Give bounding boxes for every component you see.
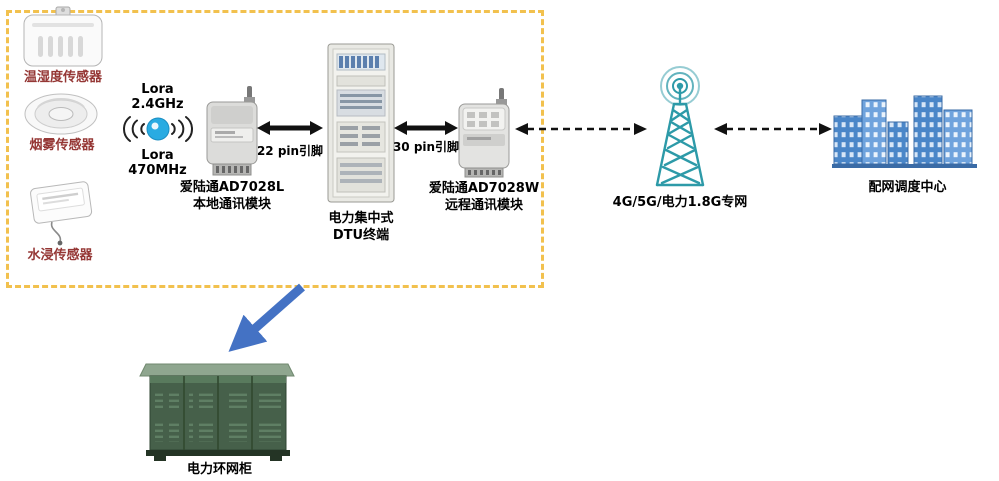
dtu-terminal-label: 电力集中式 DTU终端: [318, 211, 404, 245]
dtu-terminal-name: 电力集中式: [328, 211, 394, 226]
lora-bottom-freq: 470MHz: [128, 163, 187, 178]
water-sensor-label: 水浸传感器: [27, 248, 93, 263]
wireless-link-right-icon: [714, 119, 832, 139]
local-module-icon: [203, 84, 261, 178]
dispatch-center-label: 配网调度中心: [868, 180, 947, 195]
local-module-subtitle: 本地通讯模块: [192, 196, 271, 212]
network-label: 4G/5G/电力1.8G专网: [612, 195, 748, 210]
buildings-icon: [832, 90, 977, 170]
local-module-label: 爱陆通AD7028L 本地通讯模块: [172, 180, 292, 214]
water-sensor-icon: [22, 180, 100, 246]
local-system-boundary: [6, 10, 544, 288]
link-22pin-label: 22 pin引脚: [256, 144, 324, 158]
remote-module-icon: [455, 86, 513, 180]
lora-bottom-name: Lora: [141, 148, 174, 163]
ring-cabinet-icon: [136, 350, 296, 462]
remote-module-subtitle: 远程通讯模块: [444, 197, 523, 213]
link-30pin-arrow-icon: [394, 116, 458, 140]
temp-humidity-sensor-icon: [18, 6, 108, 68]
dtu-cabinet-icon: [326, 42, 396, 206]
wireless-link-left-icon: [515, 119, 647, 139]
down-arrow-icon: [210, 282, 315, 360]
ring-main-unit-label: 电力环网柜: [186, 462, 252, 477]
smoke-sensor-label: 烟雾传感器: [29, 138, 95, 153]
lora-top-name: Lora: [141, 82, 174, 97]
cell-tower-icon: [638, 60, 722, 190]
lora-signal-icon: [118, 114, 198, 144]
remote-module-label: 爱陆通AD7028W 远程通讯模块: [424, 181, 544, 215]
link-30pin-label: 30 pin引脚: [392, 140, 460, 154]
remote-module-name: 爱陆通AD7028W: [428, 181, 540, 196]
smoke-sensor-icon: [22, 92, 100, 136]
link-22pin-arrow-icon: [257, 116, 323, 140]
temp-humidity-sensor-label: 温湿度传感器: [23, 70, 102, 85]
dtu-terminal-subtitle: DTU终端: [332, 227, 390, 243]
local-module-name: 爱陆通AD7028L: [179, 180, 285, 195]
lora-top-freq: 2.4GHz: [131, 97, 184, 112]
